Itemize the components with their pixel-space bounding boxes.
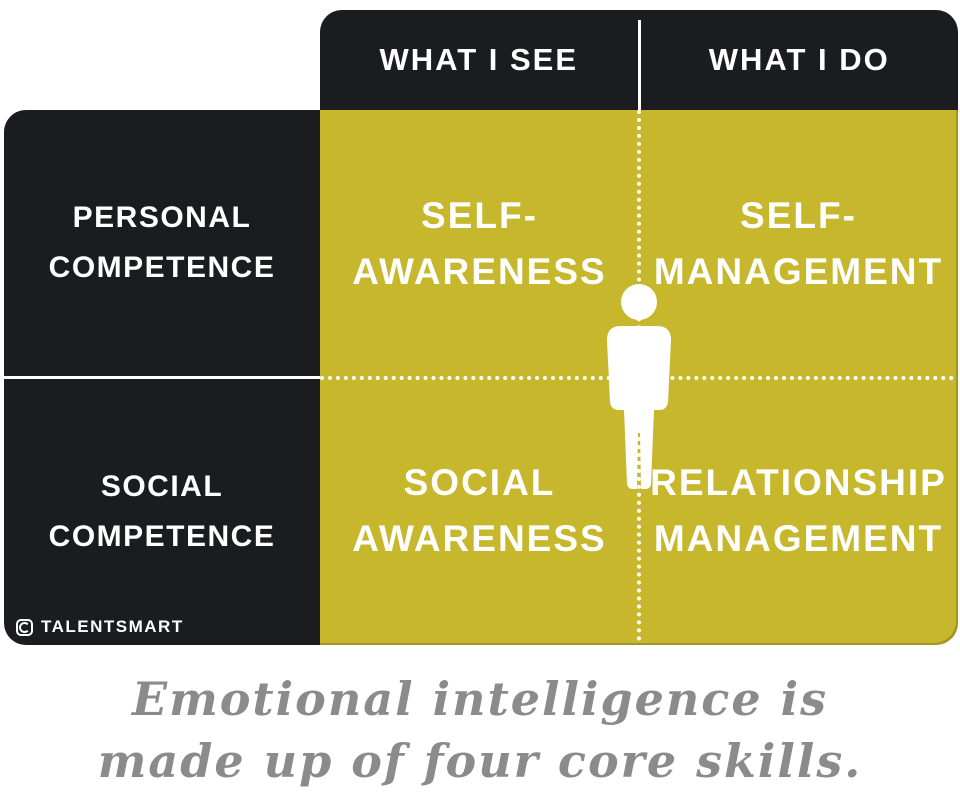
row-header-personal-competence: PERSONAL COMPETENCE [4, 110, 320, 376]
caption-line-2: made up of four core skills. [97, 734, 863, 788]
quadrant-label-line: SELF- [421, 194, 538, 236]
quadrant-label-line: MANAGEMENT [653, 250, 944, 292]
column-header-what-i-see: WHAT I SEE [379, 42, 579, 77]
talentsmart-wordmark: TALENTSMART [41, 617, 184, 636]
row-divider-line [4, 376, 320, 379]
quadrant-label-line: RELATIONSHIP [650, 462, 947, 504]
quadrant-label-line: AWARENESS [352, 250, 607, 292]
column-header-what-i-do: WHAT I DO [708, 42, 890, 77]
person-icon [591, 282, 687, 494]
talentsmart-logo-icon [16, 618, 33, 636]
matrix-row-headers: PERSONAL COMPETENCE SOCIAL COMPETENCE [4, 110, 320, 645]
caption: Emotional intelligence is made up of fou… [0, 668, 960, 792]
row-header-line: COMPETENCE [48, 520, 276, 553]
row-header-line: COMPETENCE [48, 251, 276, 284]
quadrant-label-line: AWARENESS [352, 518, 607, 560]
talentsmart-logo: TALENTSMART [16, 617, 184, 637]
quadrant-social-awareness: SOCIAL AWARENESS [320, 378, 639, 646]
row-header-social-competence: SOCIAL COMPETENCE [4, 379, 320, 645]
quadrant-label-line: SOCIAL [403, 462, 556, 504]
quadrant-label-line: SELF- [740, 194, 857, 236]
quadrant-self-management: SELF- MANAGEMENT [639, 110, 958, 378]
row-header-line: SOCIAL [100, 470, 224, 503]
quadrant-self-awareness: SELF- AWARENESS [320, 110, 639, 378]
quadrant-label-line: MANAGEMENT [653, 518, 944, 560]
column-divider-line [637, 20, 641, 110]
caption-line-1: Emotional intelligence is [132, 672, 828, 726]
quadrant-relationship-management: RELATIONSHIP MANAGEMENT [639, 378, 958, 646]
matrix-column-headers: WHAT I SEE WHAT I DO [320, 10, 958, 110]
row-header-line: PERSONAL [72, 201, 252, 234]
